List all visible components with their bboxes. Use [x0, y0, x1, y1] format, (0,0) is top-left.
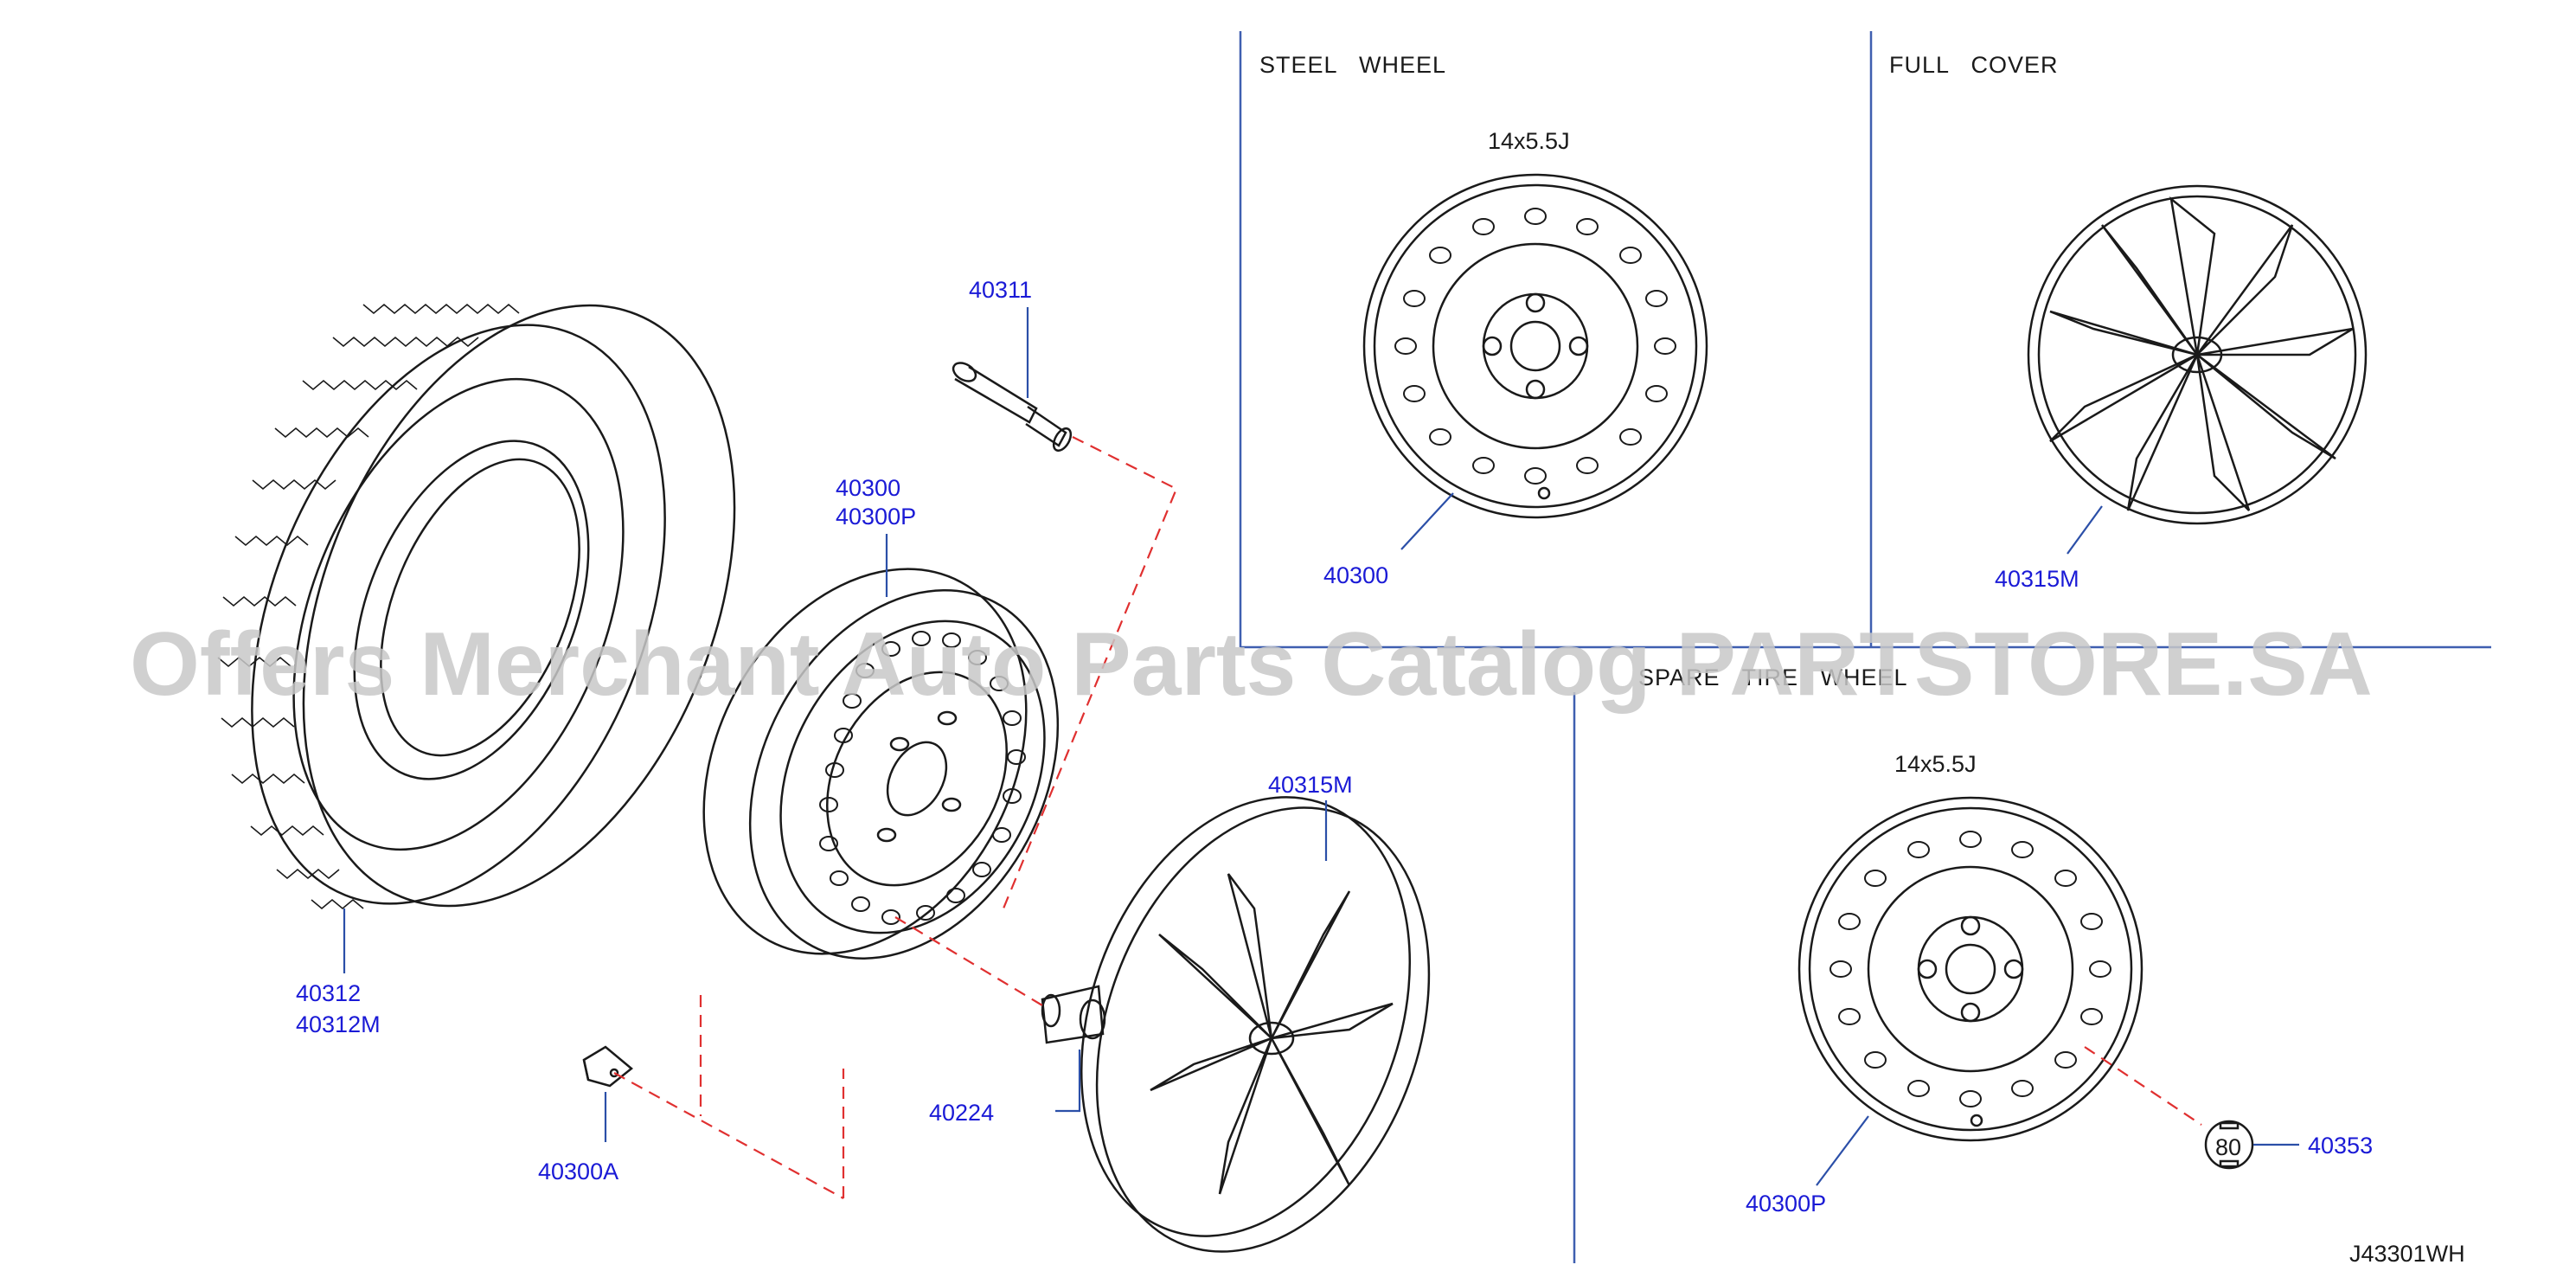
spare-wheel-drawing — [1797, 796, 2143, 1142]
part-labels: 40311 40300 40300P 40312 40312M 40300A 4… — [296, 277, 2373, 1217]
part-label-40315m-main[interactable]: 40315M — [1268, 772, 1353, 798]
part-label-40312m[interactable]: 40312M — [296, 1011, 381, 1037]
part-label-40311[interactable]: 40311 — [969, 277, 1032, 303]
diagram-code: J43301WH — [2349, 1241, 2465, 1267]
part-label-40315m-cover[interactable]: 40315M — [1995, 566, 2079, 592]
full-cover-drawing — [2027, 184, 2368, 525]
valve-drawing — [952, 362, 1073, 453]
part-label-40300-steel[interactable]: 40300 — [1323, 562, 1388, 588]
main-wheel-cover-drawing — [1080, 796, 1431, 1253]
part-label-40353[interactable]: 40353 — [2308, 1133, 2373, 1159]
steel-wheel-drawing — [1362, 173, 1708, 519]
part-label-40312[interactable]: 40312 — [296, 980, 361, 1006]
watermark-text: Offers Merchant Auto Parts Catalog PARTS… — [130, 614, 2373, 715]
dashed-callouts — [613, 436, 2202, 1199]
section-dividers — [1239, 31, 2491, 1263]
spare-wheel-holes — [1829, 831, 2111, 1107]
part-label-40300a[interactable]: 40300A — [538, 1159, 618, 1184]
wheel-nut-drawing — [1041, 985, 1106, 1044]
spare-wheel-size: 14x5.5J — [1894, 751, 1977, 777]
part-label-40224[interactable]: 40224 — [929, 1100, 994, 1126]
leader-lines — [343, 307, 2299, 1186]
tire-drawing — [217, 303, 736, 910]
section-title-steel-wheel: STEEL WHEEL — [1259, 52, 1446, 78]
label-80-drawing — [2204, 1120, 2254, 1170]
main-wheel-holes — [819, 631, 1026, 925]
steel-wheel-size: 14x5.5J — [1488, 128, 1570, 154]
main-wheel-drawing — [702, 568, 1060, 960]
section-title-spare-tire-wheel: SPARE TIRE WHEEL — [1638, 664, 1908, 690]
part-label-40300[interactable]: 40300 — [836, 475, 900, 501]
part-label-40300p[interactable]: 40300P — [836, 504, 916, 530]
tire-tread — [217, 303, 520, 910]
section-title-full-cover: FULL COVER — [1889, 52, 2059, 78]
label-80-text: 80 — [2215, 1134, 2241, 1160]
part-label-40300p-spare[interactable]: 40300P — [1746, 1191, 1826, 1217]
balance-weight-drawing — [582, 1045, 633, 1088]
steel-wheel-holes — [1394, 208, 1676, 485]
